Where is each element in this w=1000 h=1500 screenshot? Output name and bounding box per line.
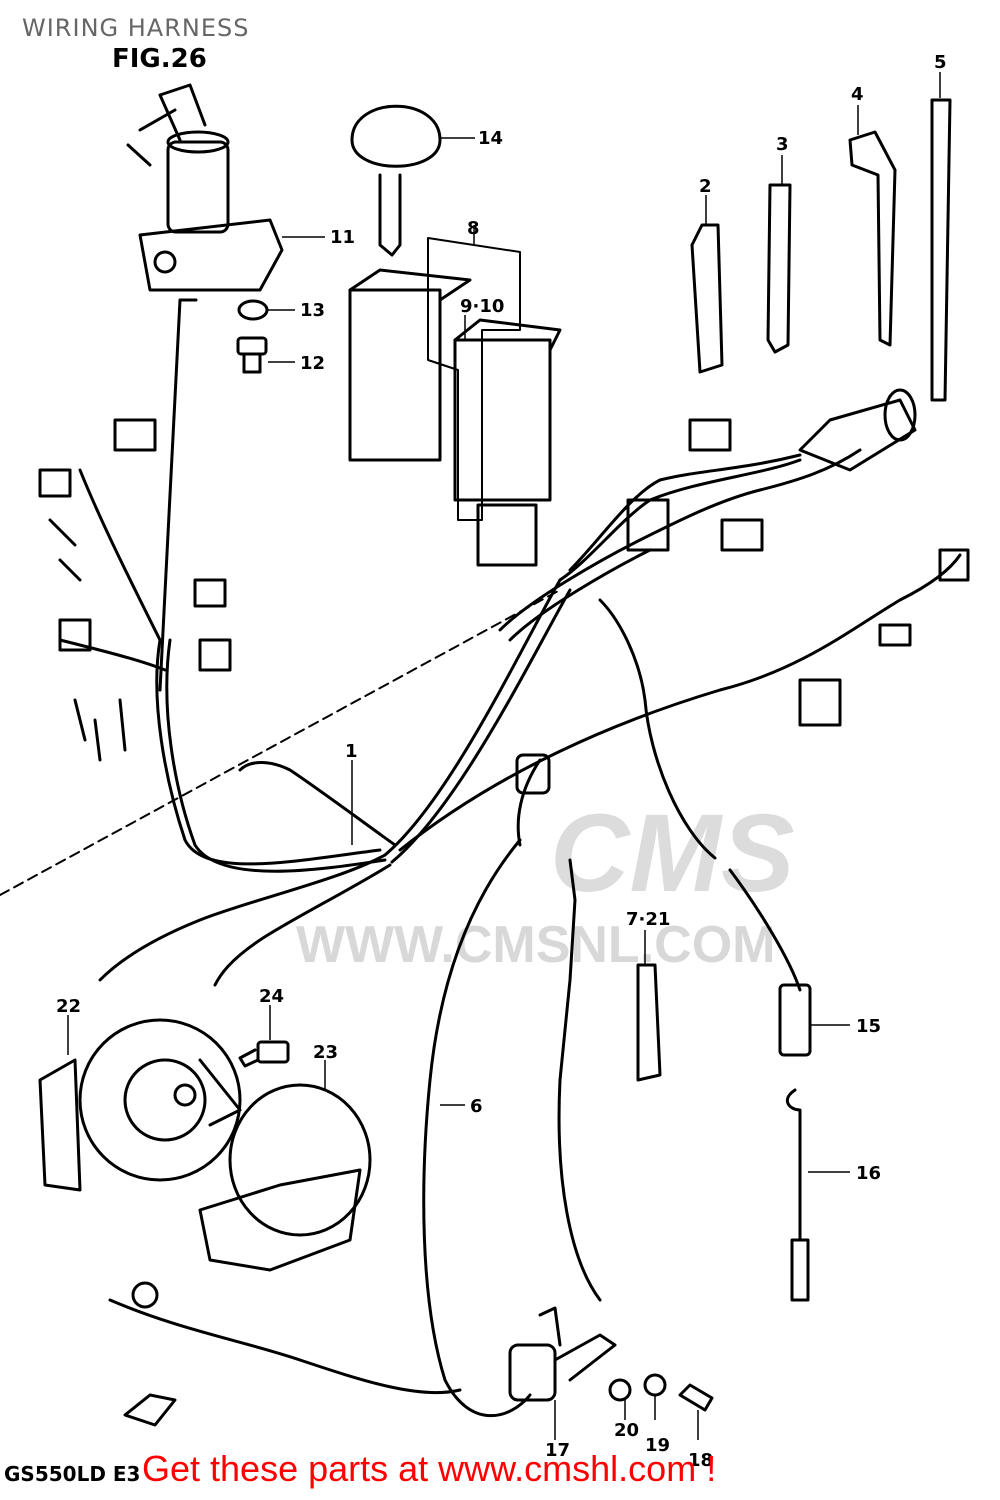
callout-19: 19 (645, 1435, 670, 1456)
screw (236, 336, 268, 374)
watermark-logo: CMS (550, 792, 795, 915)
callout-5: 5 (934, 52, 947, 73)
lead-6 (422, 838, 532, 1418)
reference-line (0, 589, 561, 896)
callout-16: 16 (856, 1163, 881, 1184)
callout-4: 4 (851, 84, 864, 105)
callout-22: 22 (56, 996, 81, 1017)
horn-22 (38, 1018, 242, 1192)
callout-2: 2 (699, 176, 712, 197)
page-title: WIRING HARNESS (22, 14, 250, 42)
connector-cluster-left (38, 418, 232, 762)
bolt-24 (238, 1040, 290, 1068)
spring-16 (785, 1088, 810, 1302)
main-harness (58, 448, 962, 987)
callout-12: 12 (300, 353, 325, 374)
horn-23 (198, 1083, 372, 1272)
promo-link[interactable]: Get these parts at www.cmshl.com ! (142, 1448, 717, 1489)
lead-7 (557, 858, 602, 1302)
tie-5 (930, 98, 952, 402)
ground-lead (108, 1298, 462, 1395)
clamp-2 (690, 223, 724, 374)
clamp-4 (848, 130, 897, 347)
bracket-7-21 (636, 963, 662, 1082)
callout-3: 3 (776, 134, 789, 155)
watermark-url: WWW.CMSNL.COM (296, 916, 776, 974)
callout-11: 11 (330, 227, 355, 248)
callout-23: 23 (313, 1042, 338, 1063)
washer-20 (608, 1378, 632, 1402)
callout-14: 14 (478, 128, 503, 149)
callout-20: 20 (614, 1420, 639, 1441)
ignition-switch (126, 83, 284, 692)
callout-13: 13 (300, 300, 325, 321)
solenoid (798, 388, 917, 472)
callout-17: 17 (545, 1440, 570, 1461)
callout-1: 1 (345, 741, 358, 762)
screw-18 (678, 1383, 714, 1412)
washer-19 (643, 1373, 667, 1397)
callout-15: 15 (856, 1016, 881, 1037)
figure-number: FIG.26 (112, 44, 207, 74)
direction-arrow (123, 1393, 177, 1427)
callout-18: 18 (688, 1450, 713, 1471)
key (350, 104, 442, 257)
clamp-3 (766, 183, 792, 354)
washer (237, 299, 269, 321)
callout-8: 8 (467, 218, 480, 239)
callout-9-10: 9·10 (460, 296, 504, 317)
model-code: GS550LD E3 (4, 1462, 141, 1486)
relay-bracket (348, 237, 521, 521)
callout-7-21: 7·21 (626, 909, 670, 930)
callout-24: 24 (259, 986, 284, 1007)
neutral-switch-17 (508, 1306, 617, 1402)
connector-cluster-right (626, 418, 970, 727)
lead-6b (516, 758, 542, 847)
callout-6: 6 (470, 1096, 483, 1117)
relay-module (453, 318, 562, 567)
switch-15 (728, 868, 812, 1057)
